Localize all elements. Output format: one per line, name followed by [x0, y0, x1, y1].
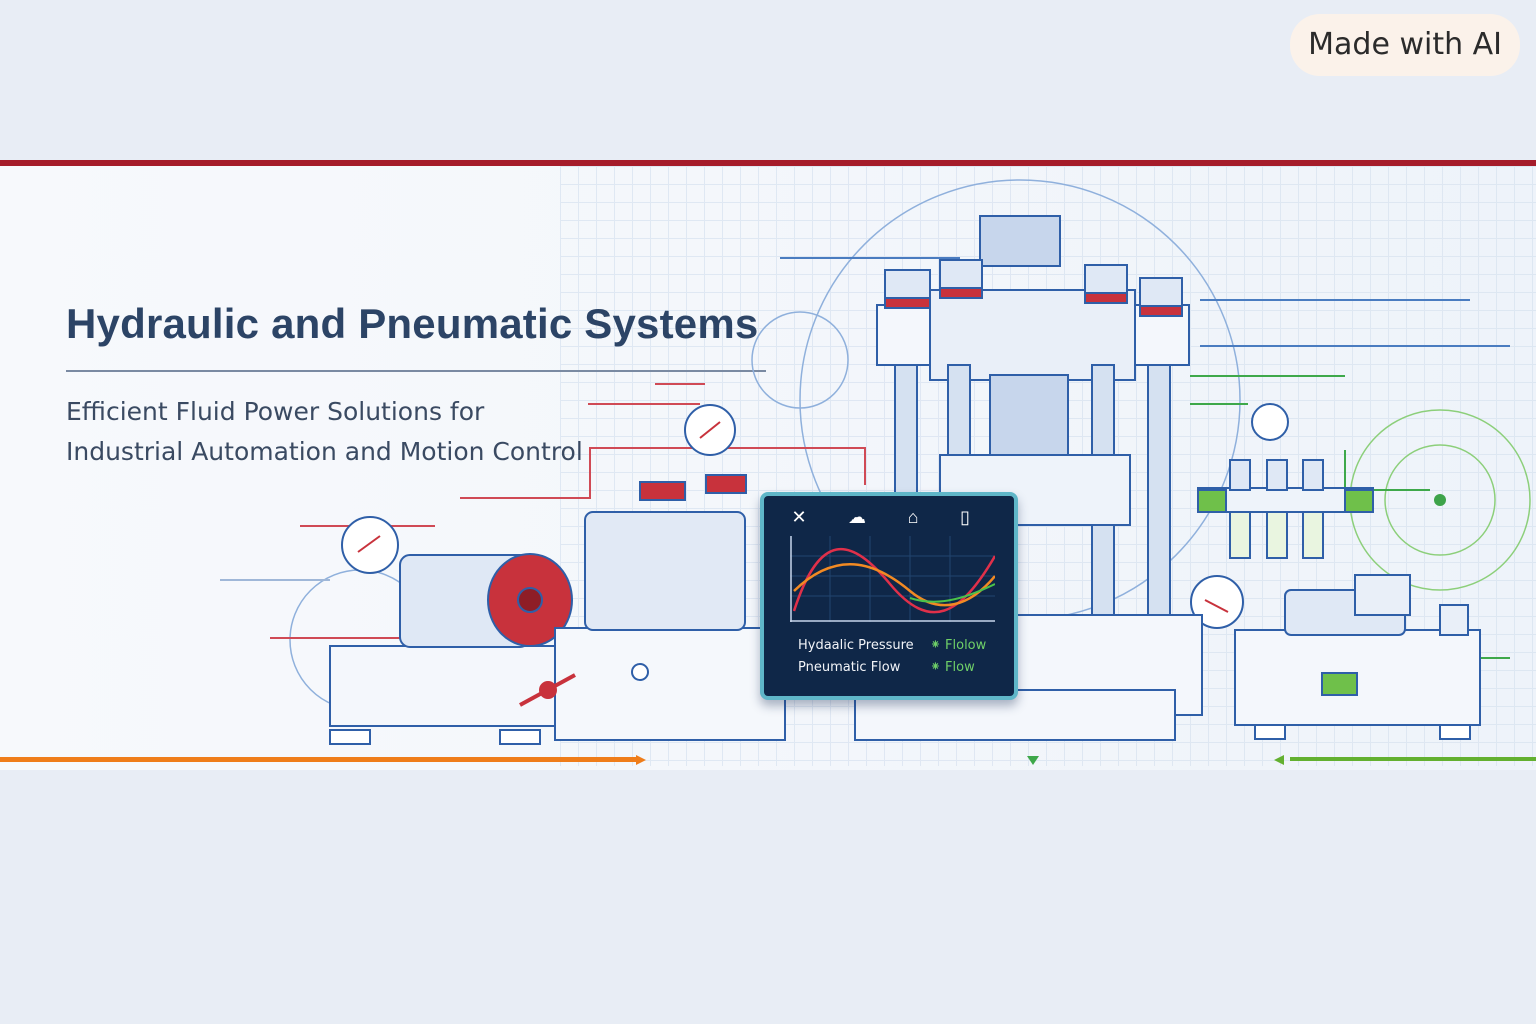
legend-label-2: Pneumatic Flow: [798, 660, 901, 675]
orbit-circle-small: [751, 311, 849, 409]
pressure-gauge-icon: [341, 403, 1289, 629]
pressure-flow-graph: [790, 536, 995, 622]
legend-tag-2: ⁕ Flow: [930, 660, 975, 675]
legend-tag-1-text: Flolow: [945, 638, 987, 653]
pump-icon: ⌂: [907, 507, 919, 527]
control-monitor: ✕ ☁ ⌂ ▯ Hydaalic Pressure ⁕ Flolow Pneum…: [760, 492, 1018, 700]
bottom-accent-green: [1290, 757, 1536, 761]
hero-banner: Hydraulic and Pneumatic Systems Efficien…: [0, 160, 1536, 770]
electric-motor: [329, 553, 573, 745]
page-title: Hydraulic and Pneumatic Systems: [66, 300, 759, 347]
bottom-accent-orange: [0, 757, 636, 762]
legend-tag-1: ⁕ Flolow: [930, 638, 987, 653]
orange-arrowhead: [636, 755, 646, 765]
air-compressor: [1234, 574, 1481, 740]
made-with-ai-badge: Made with AI: [1290, 14, 1520, 76]
machinery-illustration: [220, 179, 1531, 765]
subtitle-line-1: Efficient Fluid Power Solutions for: [66, 397, 485, 426]
legend-label-1: Hydaalic Pressure: [798, 638, 914, 653]
pneumatic-valves: [1197, 459, 1374, 559]
title-divider: [66, 370, 766, 372]
cloud-icon: ☁: [848, 507, 866, 527]
page-subtitle: Efficient Fluid Power Solutions for Indu…: [66, 392, 583, 472]
hydraulic-pump: [519, 474, 786, 741]
top-accent-rule: [0, 160, 1536, 166]
subtitle-line-2: Industrial Automation and Motion Control: [66, 437, 583, 466]
legend-tag-2-text: Flow: [945, 660, 975, 675]
gear-icon: ✕: [791, 507, 807, 527]
battery-icon: ▯: [960, 507, 970, 527]
